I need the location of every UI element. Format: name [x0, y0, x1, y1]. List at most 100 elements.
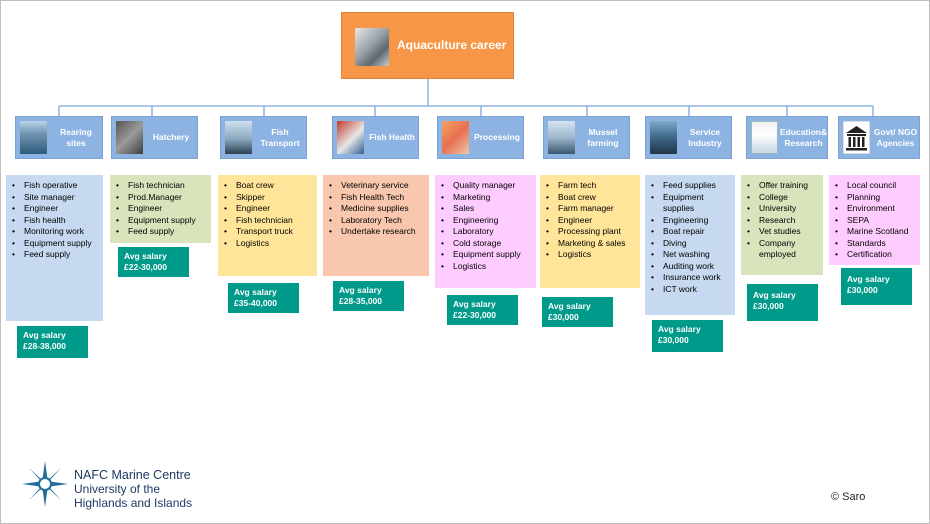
salary-rearing-sites: Avg salary £28-38,000: [17, 326, 88, 358]
mussel-boat-photo-icon: [548, 121, 575, 154]
root-title: Aquaculture career: [397, 38, 507, 52]
list-item: Undertake research: [329, 226, 425, 238]
list-item: Insurance work: [651, 272, 731, 284]
list-item: Laboratory Tech: [329, 215, 425, 227]
list-item: ICT work: [651, 284, 731, 296]
list-item: Standards: [835, 238, 916, 250]
salary-education-research: Avg salary £30,000: [747, 284, 818, 321]
category-rearing-sites: Rearing sites: [15, 116, 103, 159]
list-item: Planning: [835, 192, 916, 204]
salary-label: Avg salary: [658, 324, 701, 334]
logo-line-1: NAFC Marine Centre: [74, 468, 191, 482]
list-item: Fish operative: [12, 180, 99, 192]
rearing-site-photo-icon: [20, 121, 47, 154]
salary-label: Avg salary: [453, 299, 496, 309]
category-mussel-farming: Mussel farming: [543, 116, 630, 159]
list-item: Fish Health Tech: [329, 192, 425, 204]
salary-label: Avg salary: [548, 301, 591, 311]
salary-govt-ngo-agencies: Avg salary £30,000: [841, 268, 912, 305]
list-item: SEPA: [835, 215, 916, 227]
list-item: Local council: [835, 180, 916, 192]
list-item: Equipment supply: [441, 249, 532, 261]
list-fish-health: Veterinary service Fish Health Tech Medi…: [323, 175, 429, 276]
hatchery-photo-icon: [116, 121, 143, 154]
salary-fish-health: Avg salary £28-35,000: [333, 281, 404, 311]
list-item: Prod.Manager: [116, 192, 207, 204]
list-item: Auditing work: [651, 261, 731, 273]
list-item: Cold storage: [441, 238, 532, 250]
salary-value: £35-40,000: [234, 298, 278, 308]
list-item: Boat repair: [651, 226, 731, 238]
list-rearing-sites: Fish operative Site manager Engineer Fis…: [6, 175, 103, 321]
category-service-industry: Service Industry: [645, 116, 732, 159]
salary-processing: Avg salary £22-30,000: [447, 295, 518, 325]
list-item: Engineer: [116, 203, 207, 215]
list-item: Engineering: [441, 215, 532, 227]
logo-line-3: Highlands and Islands: [74, 496, 193, 510]
list-item: Boat crew: [546, 192, 636, 204]
list-item: Company employed: [747, 238, 819, 261]
category-label: Processing: [474, 132, 520, 142]
category-fish-health: Fish Health: [332, 116, 419, 159]
salary-label: Avg salary: [339, 285, 382, 295]
list-item: College: [747, 192, 819, 204]
salary-fish-transport: Avg salary £35-40,000: [228, 283, 299, 313]
list-item: Equipment supply: [12, 238, 99, 250]
category-label: Rearing sites: [60, 126, 92, 148]
category-label: Fish Health: [369, 132, 415, 142]
nafc-compass-logo-icon: [22, 461, 68, 507]
list-fish-transport: Boat crew Skipper Engineer Fish technici…: [218, 175, 317, 276]
salary-value: £22-30,000: [124, 262, 168, 272]
list-item: Veterinary service: [329, 180, 425, 192]
list-item: Fish health: [12, 215, 99, 227]
salary-label: Avg salary: [23, 330, 66, 340]
list-item: Offer training: [747, 180, 819, 192]
salary-label: Avg salary: [234, 287, 277, 297]
boat-photo-icon: [225, 121, 252, 154]
salary-service-industry: Avg salary £30,000: [652, 320, 723, 352]
list-item: Transport truck: [224, 226, 313, 238]
list-item: Fish technician: [224, 215, 313, 227]
salary-mussel-farming: Avg salary £30,000: [542, 297, 613, 327]
list-item: Logistics: [224, 238, 313, 250]
list-item: Marketing & sales: [546, 238, 636, 250]
list-item: Farm manager: [546, 203, 636, 215]
list-item: University: [747, 203, 819, 215]
list-item: Monitoring work: [12, 226, 99, 238]
list-item: Site manager: [12, 192, 99, 204]
salary-label: Avg salary: [124, 251, 167, 261]
list-item: Engineer: [546, 215, 636, 227]
category-govt-ngo-agencies: Govt/ NGO Agencies: [838, 116, 920, 159]
list-item: Fish technician: [116, 180, 207, 192]
category-education-research: Education& Research: [746, 116, 828, 159]
list-item: Equipment supply: [116, 215, 207, 227]
list-item: Feed supply: [12, 249, 99, 261]
list-hatchery: Fish technician Prod.Manager Engineer Eq…: [110, 175, 211, 243]
category-label: Hatchery: [152, 132, 190, 142]
salary-value: £28-35,000: [339, 296, 383, 306]
list-item: Engineering: [651, 215, 731, 227]
list-govt-ngo-agencies: Local council Planning Environment SEPA …: [829, 175, 920, 265]
list-item: Feed supply: [116, 226, 207, 238]
salary-value: £22-30,000: [453, 310, 497, 320]
category-processing: Processing: [437, 116, 524, 159]
list-item: Quality manager: [441, 180, 532, 192]
list-item: Skipper: [224, 192, 313, 204]
salmon-photo: [355, 28, 389, 66]
category-label: Service Industry: [688, 126, 722, 148]
salmon-fillet-photo-icon: [442, 121, 469, 154]
list-item: Sales: [441, 203, 532, 215]
logo-line-2: University of the: [74, 482, 161, 496]
list-item: Farm tech: [546, 180, 636, 192]
list-item: Net washing: [651, 249, 731, 261]
list-item: Medicine supplies: [329, 203, 425, 215]
list-item: Vet studies: [747, 226, 819, 238]
salary-label: Avg salary: [847, 274, 890, 284]
category-label: Education& Research: [779, 126, 828, 148]
list-item: Equipment supplies: [651, 192, 731, 215]
list-item: Processing plant: [546, 226, 636, 238]
salary-value: £30,000: [847, 285, 878, 295]
salary-value: £30,000: [548, 312, 579, 322]
root-node: Aquaculture career: [341, 12, 514, 79]
list-item: Marketing: [441, 192, 532, 204]
